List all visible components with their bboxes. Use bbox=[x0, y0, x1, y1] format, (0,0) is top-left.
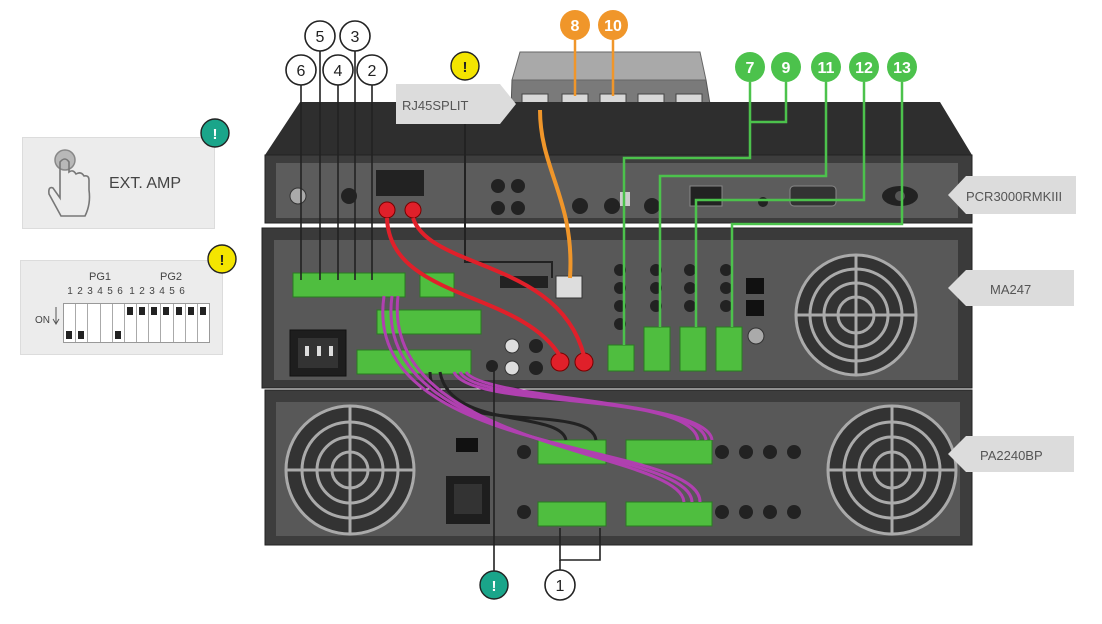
dip-switch bbox=[125, 304, 138, 342]
callout-13: 13 bbox=[893, 60, 911, 77]
dip-number: 3 bbox=[149, 286, 155, 297]
callout-12: 12 bbox=[855, 60, 873, 77]
pa2240bp-device bbox=[264, 389, 973, 546]
dip-number: 2 bbox=[77, 286, 83, 297]
label-ma247: MA247 bbox=[990, 282, 1031, 297]
dip-number: 6 bbox=[117, 286, 123, 297]
warning-marks: ! ! ! ! bbox=[200, 51, 509, 600]
dip-switch bbox=[101, 304, 113, 342]
dip-switch bbox=[88, 304, 101, 342]
hand-touch-icon bbox=[48, 149, 91, 217]
callout-9-circle bbox=[771, 52, 801, 82]
dip-switch bbox=[149, 304, 162, 342]
dip-switch bbox=[137, 304, 150, 342]
warning-icon bbox=[200, 118, 230, 148]
dip-number: 4 bbox=[159, 286, 165, 297]
dip-switch bbox=[161, 304, 174, 342]
dip-number-row-2: 1 2 3 4 5 6 bbox=[127, 286, 187, 297]
warning-icon bbox=[207, 244, 237, 274]
callout-1-circle bbox=[544, 569, 576, 601]
callout-3: 3 bbox=[351, 29, 360, 46]
warning-mark-ground: ! bbox=[492, 578, 497, 595]
dip-number: 1 bbox=[129, 286, 135, 297]
dip-number: 5 bbox=[169, 286, 175, 297]
dip-switch bbox=[186, 304, 198, 342]
dip-switch bbox=[64, 304, 77, 342]
callout-3-circle bbox=[339, 20, 371, 52]
label-rj45split: RJ45SPLIT bbox=[402, 98, 469, 113]
callout-9: 9 bbox=[782, 60, 791, 77]
callout-10-circle bbox=[598, 10, 628, 40]
dip-number: 1 bbox=[67, 286, 73, 297]
dip-on-label: ON bbox=[35, 315, 50, 326]
dip-switch-bank bbox=[63, 303, 210, 343]
dip-group1-label: PG1 bbox=[89, 271, 112, 283]
down-arrow-icon bbox=[52, 307, 60, 325]
callout-13-circle bbox=[887, 52, 917, 82]
dip-number: 6 bbox=[179, 286, 185, 297]
cables bbox=[300, 40, 904, 572]
callout-5: 5 bbox=[316, 29, 325, 46]
callout-10: 10 bbox=[604, 18, 622, 35]
dip-switch bbox=[198, 304, 209, 342]
callout-5-circle bbox=[304, 20, 336, 52]
rj45-port bbox=[555, 275, 583, 299]
dip-switch bbox=[76, 304, 89, 342]
callout-7-circle bbox=[735, 52, 765, 82]
callout-11: 11 bbox=[818, 60, 835, 77]
ext-amp-label: EXT. AMP bbox=[109, 175, 182, 192]
callout-12-circle bbox=[849, 52, 879, 82]
callout-2: 2 bbox=[368, 63, 377, 80]
callout-2-circle bbox=[356, 54, 388, 86]
label-pa2240bp: PA2240BP bbox=[980, 448, 1043, 463]
device-label-tags: RJ45SPLIT PCR3000RMKIII MA247 PA2240BP bbox=[396, 84, 1076, 472]
pcr3000rmkiii-device bbox=[264, 102, 973, 224]
callout-6: 6 bbox=[297, 63, 306, 80]
warning-icon bbox=[479, 570, 509, 600]
dip-number-row-1: 1 2 3 4 5 6 bbox=[65, 286, 125, 297]
dip-number: 5 bbox=[107, 286, 113, 297]
ext-amp-panel: EXT. AMP bbox=[22, 137, 215, 229]
warning-mark-rj45split: ! bbox=[463, 59, 468, 76]
dip-switch-panel: PG1 PG2 1 2 3 4 5 6 1 2 3 4 5 6 ON bbox=[20, 260, 223, 355]
callout-11-circle bbox=[811, 52, 841, 82]
label-pcr3000rmkiii: PCR3000RMKIII bbox=[966, 189, 1062, 204]
callout-8-circle bbox=[560, 10, 590, 40]
dip-number: 4 bbox=[97, 286, 103, 297]
dip-switch bbox=[174, 304, 186, 342]
warning-icon bbox=[450, 51, 480, 81]
green-callouts: 7 9 11 12 13 bbox=[735, 52, 917, 82]
callout-8: 8 bbox=[571, 18, 580, 35]
dip-number: 3 bbox=[87, 286, 93, 297]
dip-number: 2 bbox=[139, 286, 145, 297]
callout-7: 7 bbox=[746, 60, 755, 77]
dip-switch bbox=[113, 304, 125, 342]
dip-group2-label: PG2 bbox=[160, 271, 183, 283]
callout-4: 4 bbox=[334, 63, 343, 80]
callout-6-circle bbox=[285, 54, 317, 86]
ma247-device bbox=[261, 227, 973, 389]
callout-4-circle bbox=[322, 54, 354, 86]
warning-mark-ext-amp: ! bbox=[213, 126, 218, 143]
warning-mark-dip: ! bbox=[220, 252, 225, 269]
callout-1: 1 bbox=[556, 578, 565, 595]
orange-callouts: 8 10 bbox=[560, 10, 628, 40]
white-callouts: 1 2 3 4 5 6 bbox=[285, 20, 576, 601]
